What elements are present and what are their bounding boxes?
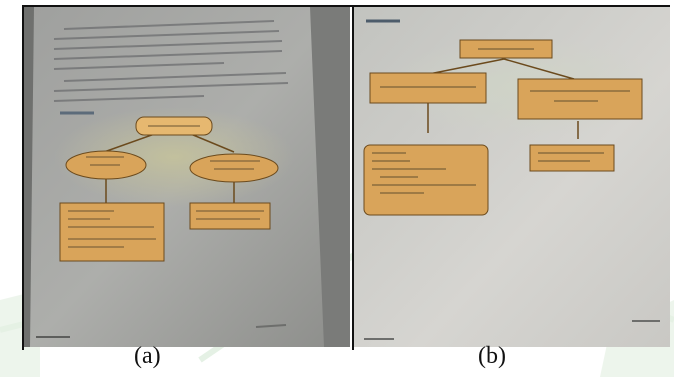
photo-a-image	[24, 7, 350, 347]
photo-b-image	[354, 7, 670, 347]
caption-a: (a)	[134, 343, 161, 369]
table-left-border	[22, 5, 24, 350]
photo-a	[24, 7, 350, 347]
photo-b	[354, 7, 670, 347]
table-top-border	[22, 5, 670, 7]
table-middle-divider	[352, 5, 354, 350]
caption-b: (b)	[478, 343, 506, 369]
